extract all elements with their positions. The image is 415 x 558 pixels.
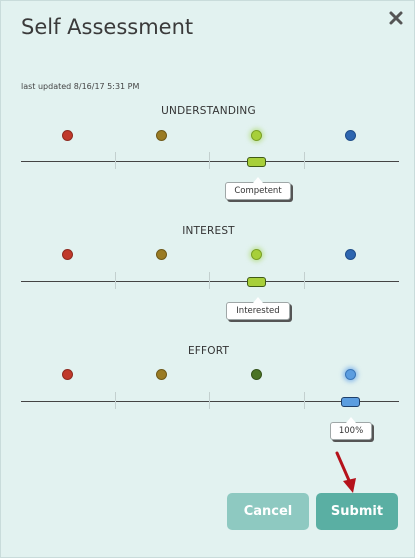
level-1-dot[interactable] (62, 249, 73, 260)
section-label-understanding: UNDERSTANDING (161, 105, 256, 117)
level-3-dot-selected[interactable] (251, 130, 262, 141)
slider-tick (115, 272, 116, 289)
understanding-slider-handle[interactable] (247, 157, 266, 167)
cancel-button[interactable]: Cancel (227, 493, 309, 530)
level-1-dot[interactable] (62, 130, 73, 141)
slider-tick (209, 272, 210, 289)
understanding-value-tooltip: Competent (225, 177, 291, 200)
level-4-dot-selected[interactable] (345, 369, 356, 380)
slider-tick (304, 392, 305, 409)
effort-slider-handle[interactable] (341, 397, 360, 407)
interest-slider-track[interactable] (21, 281, 399, 282)
level-2-dot[interactable] (156, 249, 167, 260)
slider-tick (209, 152, 210, 169)
level-2-dot[interactable] (156, 369, 167, 380)
slider-tick (115, 152, 116, 169)
interest-value-tooltip: Interested (226, 297, 290, 320)
level-2-dot[interactable] (156, 130, 167, 141)
slider-tick (209, 392, 210, 409)
level-4-dot[interactable] (345, 249, 356, 260)
level-1-dot[interactable] (62, 369, 73, 380)
effort-value-tooltip: 100% (330, 417, 372, 440)
level-4-dot[interactable] (345, 130, 356, 141)
slider-tick (304, 152, 305, 169)
close-icon[interactable] (387, 9, 405, 27)
last-updated-text: last updated 8/16/17 5:31 PM (21, 82, 140, 91)
annotation-arrow-icon (335, 451, 356, 493)
submit-button[interactable]: Submit (316, 493, 398, 530)
interest-slider-handle[interactable] (247, 277, 266, 287)
slider-tick (304, 272, 305, 289)
dialog-title: Self Assessment (21, 15, 194, 39)
level-3-dot-selected[interactable] (251, 249, 262, 260)
understanding-slider-track[interactable] (21, 161, 399, 162)
slider-tick (115, 392, 116, 409)
section-label-interest: INTEREST (182, 225, 235, 237)
effort-slider-track[interactable] (21, 401, 399, 402)
level-3-dot[interactable] (251, 369, 262, 380)
section-label-effort: EFFORT (187, 345, 230, 357)
